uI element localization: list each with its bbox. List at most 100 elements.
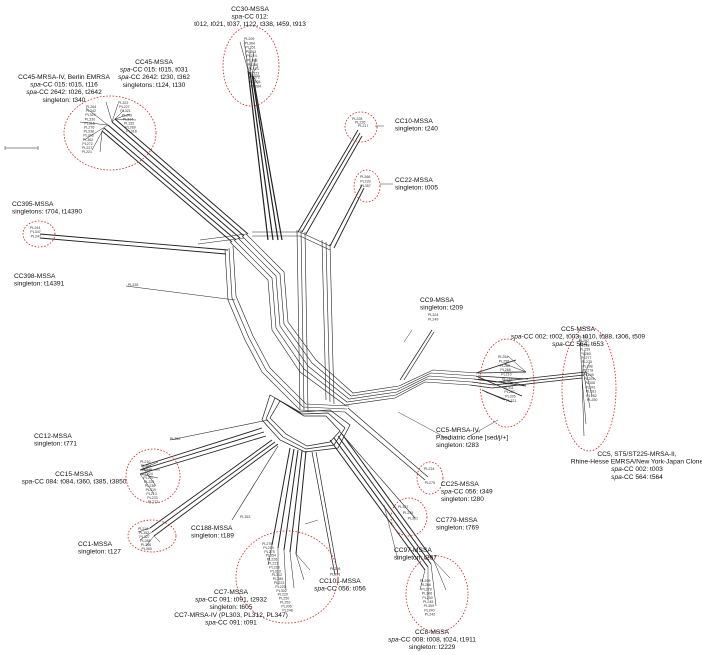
label-cc9-line-1: singleton: t209 <box>420 305 463 312</box>
isolate-cc9-0: PL324 <box>428 313 438 317</box>
label-cc45mrsa-line-1: spa-CC 015: t015, t116 <box>30 82 98 89</box>
isolate-cc45mssa-4: PL314 <box>123 117 133 121</box>
isolate-cc5st225-8: PL278 <box>583 369 593 373</box>
isolate-cc15-9: PL233 <box>147 496 157 500</box>
isolate-cc45mssa-0: PL322 <box>118 101 128 105</box>
isolate-cc7-6: PL228 <box>269 565 279 569</box>
isolate-cc1-2: PL327 <box>139 535 149 539</box>
isolate-cc30-11: PL284 <box>251 84 261 88</box>
isolate-cc45mrsa-4: PL316 <box>84 121 94 125</box>
isolate-cc5st225-15: PL250 <box>587 398 597 402</box>
isolate-cc188-0: PL353 <box>240 515 250 519</box>
isolate-cc15-8: PL213 <box>146 492 156 496</box>
isolate-cc5st225-6: PL275 <box>582 360 592 364</box>
isolate-cc395-2: PL247 <box>31 234 41 238</box>
isolate-cc8-8: PL242 <box>425 613 435 617</box>
isolate-cc101-1: PL291 <box>330 572 340 576</box>
isolate-cc45mrsa-10: PL227 <box>82 146 92 150</box>
label-cc45mssa-line-1: spa-CC 015: t015, t031 <box>120 67 189 74</box>
isolate-cc101-0: PL296 <box>330 567 340 571</box>
isolate-cc5st225-7: PL298 <box>582 364 592 368</box>
isolate-cc15-2: PL348 <box>142 468 152 472</box>
isolate-cc30-3: PL263 <box>246 50 256 54</box>
isolate-cc30-0: PL209 <box>244 37 254 41</box>
isolate-cc15-7: PL319 <box>146 488 156 492</box>
label-cc97-line-1: singleton: t267 <box>394 555 437 562</box>
label-cc45mrsa-line-3: singleton: t340 <box>43 97 86 104</box>
label-cc30-line-1: spa-CC 012: <box>231 14 268 21</box>
isolate-cc5mssa-9: PL326 <box>505 395 515 399</box>
ring-cc7 <box>235 530 339 624</box>
label-cc15-line-0: CC15-MSSA <box>55 471 93 478</box>
isolate-cc45mrsa-3: PL330 <box>85 117 95 121</box>
label-cc45mssa-line-3: singletons: t124, t130 <box>123 82 186 89</box>
label-cc7-line-0: CC7-MSSA <box>214 589 249 596</box>
label-cc7-line-4: spa-CC 091: t091 <box>205 619 257 626</box>
isolate-cc7-1: PL219 <box>263 546 273 550</box>
isolate-cc15-3: PL224 <box>142 472 152 476</box>
isolate-cc5mssa-7: PL311 <box>504 386 514 390</box>
isolate-cc8-3: PL306 <box>422 592 432 596</box>
ring-cc779 <box>390 497 428 537</box>
isolate-cc1-0: PL316 <box>138 527 148 531</box>
isolate-cc15-4: PL207 <box>143 476 153 480</box>
label-cc188-line-1: singleton: t189 <box>191 533 234 540</box>
isolate-cc7-14: PL250 <box>279 597 289 601</box>
isolate-cc5mssa-2: PL260 <box>500 364 510 368</box>
cluster-rings <box>22 25 617 633</box>
leaf-tips <box>79 39 597 607</box>
isolate-cc779-2: PL361 <box>408 517 418 521</box>
label-cc9-line-0: CC9-MSSA <box>420 297 455 304</box>
label-cc97-line-0: CC97-MSSA <box>394 547 432 554</box>
isolate-cc7-17: PL248 <box>282 608 292 612</box>
isolate-cc7-11: PL225 <box>275 585 285 589</box>
isolate-cc15-1: PL304 <box>141 464 151 468</box>
isolate-cc30-4: PL274 <box>246 54 256 58</box>
ring-cc22 <box>353 169 381 203</box>
isolate-cc45mrsa-2: PL329 <box>85 113 95 117</box>
label-cc45mrsa-line-2: spa-CC 2642: t026, t2642 <box>26 89 102 96</box>
label-cc395-line-0: CC395-MSSA <box>12 201 54 208</box>
isolate-cc7-12: PL302 <box>276 589 286 593</box>
scale-bar <box>4 146 39 150</box>
label-cc398-line-1: singleton: t14391 <box>14 281 65 288</box>
isolate-cc10-1: PL226 <box>355 121 365 125</box>
label-cc5mssa-line-0: CC5-MSSA <box>561 326 596 333</box>
isolate-cc45mrsa-1: PL342 <box>86 109 96 113</box>
label-cc5st225-line-2: spa-CC 002: t003 <box>611 466 663 473</box>
label-cc25-line-2: singleton: t280 <box>441 496 484 503</box>
label-cc7-line-3: CC7-MRSA-IV (PL303, PL312, PL347) <box>174 612 288 619</box>
isolate-cc395-0: PL244 <box>30 226 40 230</box>
label-cc30-line-0: CC30-MSSA <box>231 6 269 13</box>
isolate-cc5mssa-6: PL301 <box>503 381 513 385</box>
label-cc8-line-1: spa-CC 008: t008, t024, t1911 <box>388 637 476 644</box>
isolate-cc8-2: PL278 <box>421 587 431 591</box>
isolate-labels: PL209PL364PL351PL263PL274PL388PL368PL313… <box>30 37 597 617</box>
isolate-cc15-6: PL236 <box>145 484 155 488</box>
label-cc8-line-0: CC8-MSSA <box>415 629 450 636</box>
label-cc30-line-2: t012, t021, t037, t122, t338, t459, t913 <box>194 21 306 28</box>
isolate-cc5st225-4: PL280 <box>580 352 590 356</box>
label-cc25-line-1: spa-CC 056: t349 <box>441 489 493 496</box>
isolate-cc30-9: PL372 <box>249 76 259 80</box>
isolate-cc22-0: PL366 <box>360 175 370 179</box>
label-cc779-line-0: CC779-MSSA <box>436 517 478 524</box>
isolate-cc30-5: PL388 <box>247 59 257 63</box>
isolate-cc22-2: PL357 <box>360 184 370 188</box>
isolate-cc5st225-3: PL259 <box>580 348 590 352</box>
isolate-cc5st225-14: PL282 <box>586 394 596 398</box>
isolate-cc5st225-13: PL281 <box>586 390 596 394</box>
label-cc5mrsa-line-1: Paediatric clone [sed/j/+] <box>436 435 508 442</box>
isolate-cc45mssa-3: PL349 <box>122 113 132 117</box>
label-cc1-line-1: singleton: t127 <box>78 549 121 556</box>
